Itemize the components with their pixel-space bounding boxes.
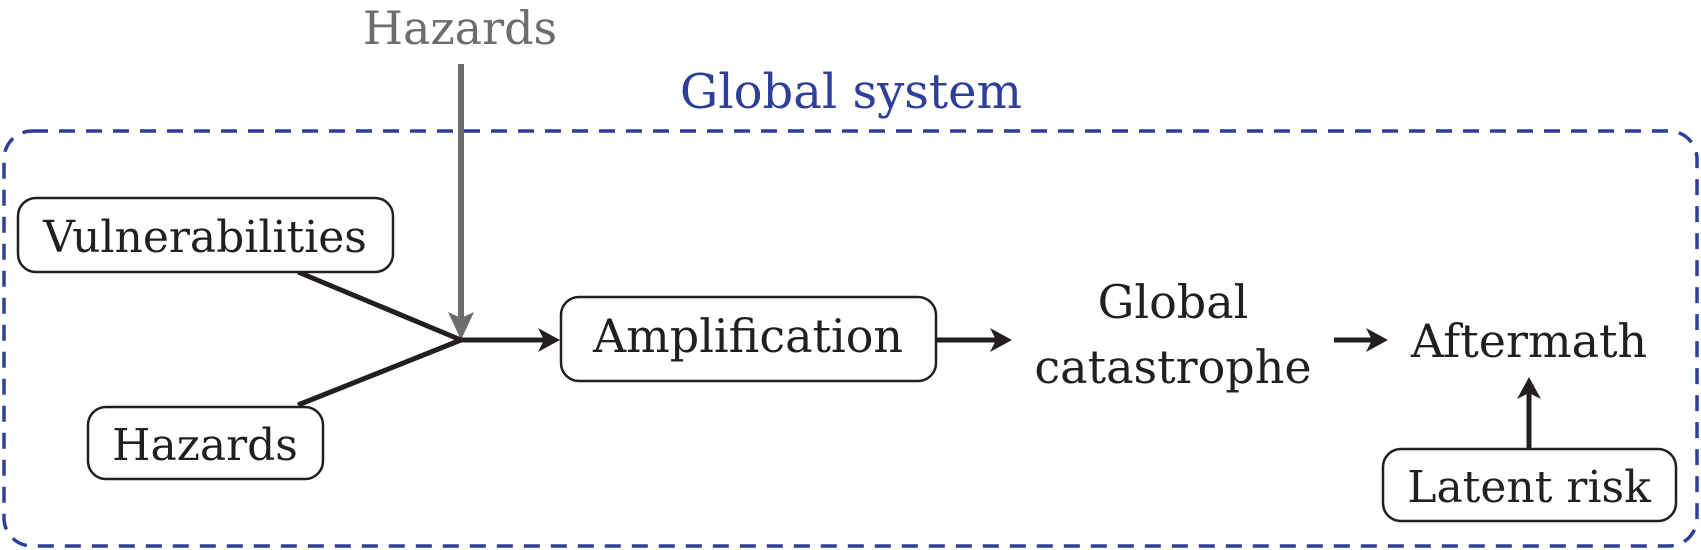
arrow-to-amplification-head xyxy=(538,328,560,352)
node-global-catastrophe: Global catastrophe xyxy=(1034,275,1311,394)
arrow-to-aftermath-head xyxy=(1366,328,1388,352)
node-aftermath-label: Aftermath xyxy=(1410,314,1647,368)
node-catastrophe-line1: Global xyxy=(1098,275,1249,329)
external-hazards-arrowhead xyxy=(448,312,474,340)
arrow-to-catastrophe-head xyxy=(990,328,1012,352)
node-hazards: Hazards xyxy=(86,405,325,481)
node-vulnerabilities-label: Vulnerabilities xyxy=(42,212,367,263)
node-hazards-label: Hazards xyxy=(112,420,298,471)
node-vulnerabilities: Vulnerabilities xyxy=(16,196,395,274)
node-amplification: Amplification xyxy=(559,295,938,383)
global-system-label: Global system xyxy=(680,64,1022,120)
hazards-connector xyxy=(297,337,462,408)
node-amplification-label: Amplification xyxy=(592,309,903,363)
node-latent-risk: Latent risk xyxy=(1381,447,1678,523)
node-catastrophe-line2: catastrophe xyxy=(1034,340,1311,394)
arrow-latent-to-aftermath-head xyxy=(1517,377,1541,399)
global-system-boundary xyxy=(2,129,1699,548)
vulnerabilities-connector xyxy=(297,269,462,343)
external-hazards-label: Hazards xyxy=(363,1,557,55)
node-latent-risk-label: Latent risk xyxy=(1407,462,1651,513)
